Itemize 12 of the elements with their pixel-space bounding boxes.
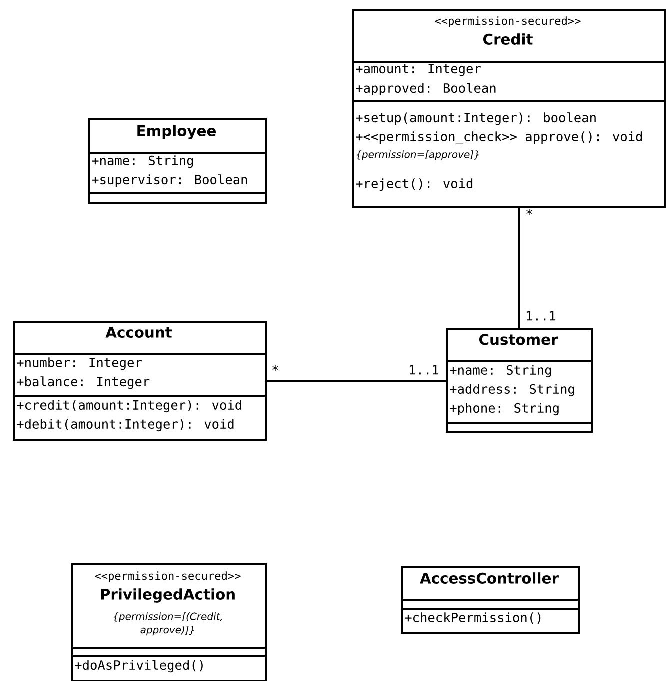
multiplicity-label: 1..1: [527, 311, 556, 321]
multiplicity-label: *: [526, 209, 532, 216]
class-box: <<permission-secured>> Credit +amount: Integer +approved: Boolean +setup(amount:Integer): boolean +<<permission_check>> approve(): void {permission=[approve]} +reject(): void: [352, 9, 666, 208]
class-box: Employee +name: String +supervisor: Boolean: [88, 118, 267, 204]
class-box: Customer +name: String +address: String +phone: String: [446, 328, 593, 433]
association-line: [267, 380, 446, 382]
class-box: Account +number: Integer +balance: Integer +credit(amount:Integer): void +debit(amount:Integer): void: [13, 321, 267, 441]
class-box: <<permission-secured>> PrivilegedAction {permission=[(Credit, approve)]} +doAsPrivileged(): [71, 563, 267, 681]
multiplicity-label: *: [272, 365, 278, 372]
association-line: [518, 208, 520, 328]
multiplicity-label: 1..1: [410, 365, 439, 375]
class-box: AccessController +checkPermission(): [401, 566, 580, 634]
